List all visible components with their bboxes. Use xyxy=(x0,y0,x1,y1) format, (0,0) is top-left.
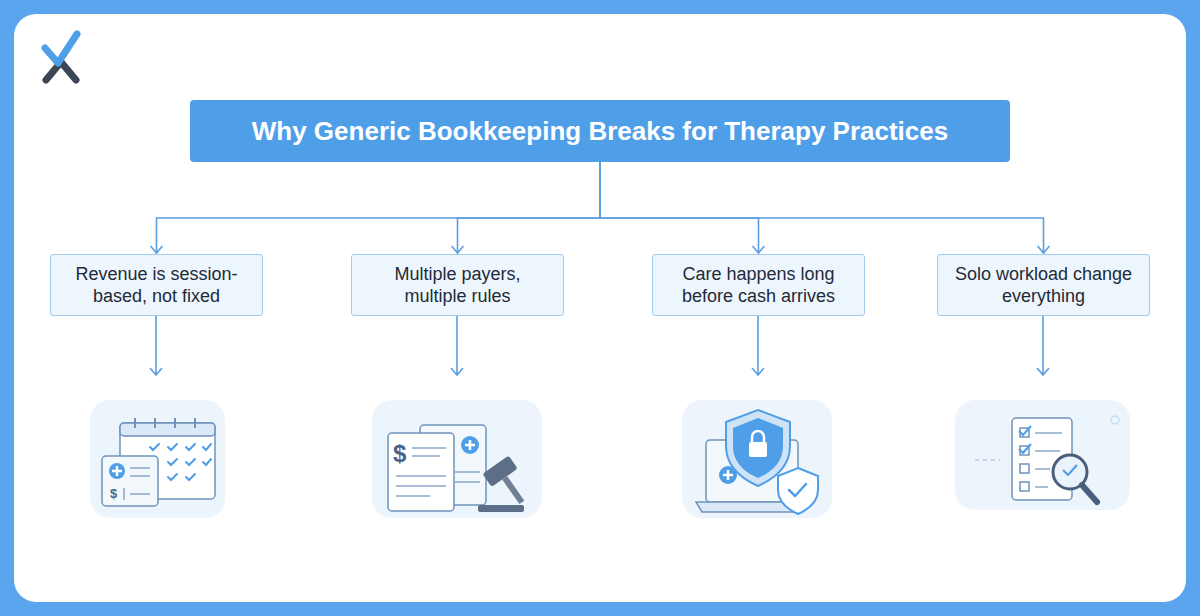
node-text: Care happens long before cash arrives xyxy=(663,263,854,307)
node-text: Solo workload change everything xyxy=(948,263,1139,307)
calendar-icon: $ xyxy=(102,418,215,506)
checklist-magnifier-icon xyxy=(975,416,1119,502)
icon-pointers xyxy=(150,316,1049,375)
logo xyxy=(45,34,77,80)
connector-arrow xyxy=(600,162,765,254)
currency-symbol: $ xyxy=(393,440,407,467)
connector-arrow xyxy=(151,162,601,254)
laptop-shield-icon xyxy=(696,410,818,514)
documents-gavel-icon: $ xyxy=(388,425,535,512)
icon-glow xyxy=(90,400,1130,518)
connector-arrow xyxy=(600,162,1050,254)
reason-box: Solo workload change everything xyxy=(937,254,1150,316)
node-text: Multiple payers, multiple rules xyxy=(362,263,553,307)
reason-box: Care happens long before cash arrives xyxy=(652,254,865,316)
reason-box: Multiple payers, multiple rules xyxy=(351,254,564,316)
node-text: Revenue is session-based, not fixed xyxy=(61,263,252,307)
node-text: Why Generic Bookkeeping Breaks for Thera… xyxy=(252,116,948,147)
reason-box: Revenue is session-based, not fixed xyxy=(50,254,263,316)
title-box: Why Generic Bookkeeping Breaks for Thera… xyxy=(190,100,1010,162)
currency-symbol: $ xyxy=(110,486,118,501)
connector-arrow xyxy=(452,162,601,254)
